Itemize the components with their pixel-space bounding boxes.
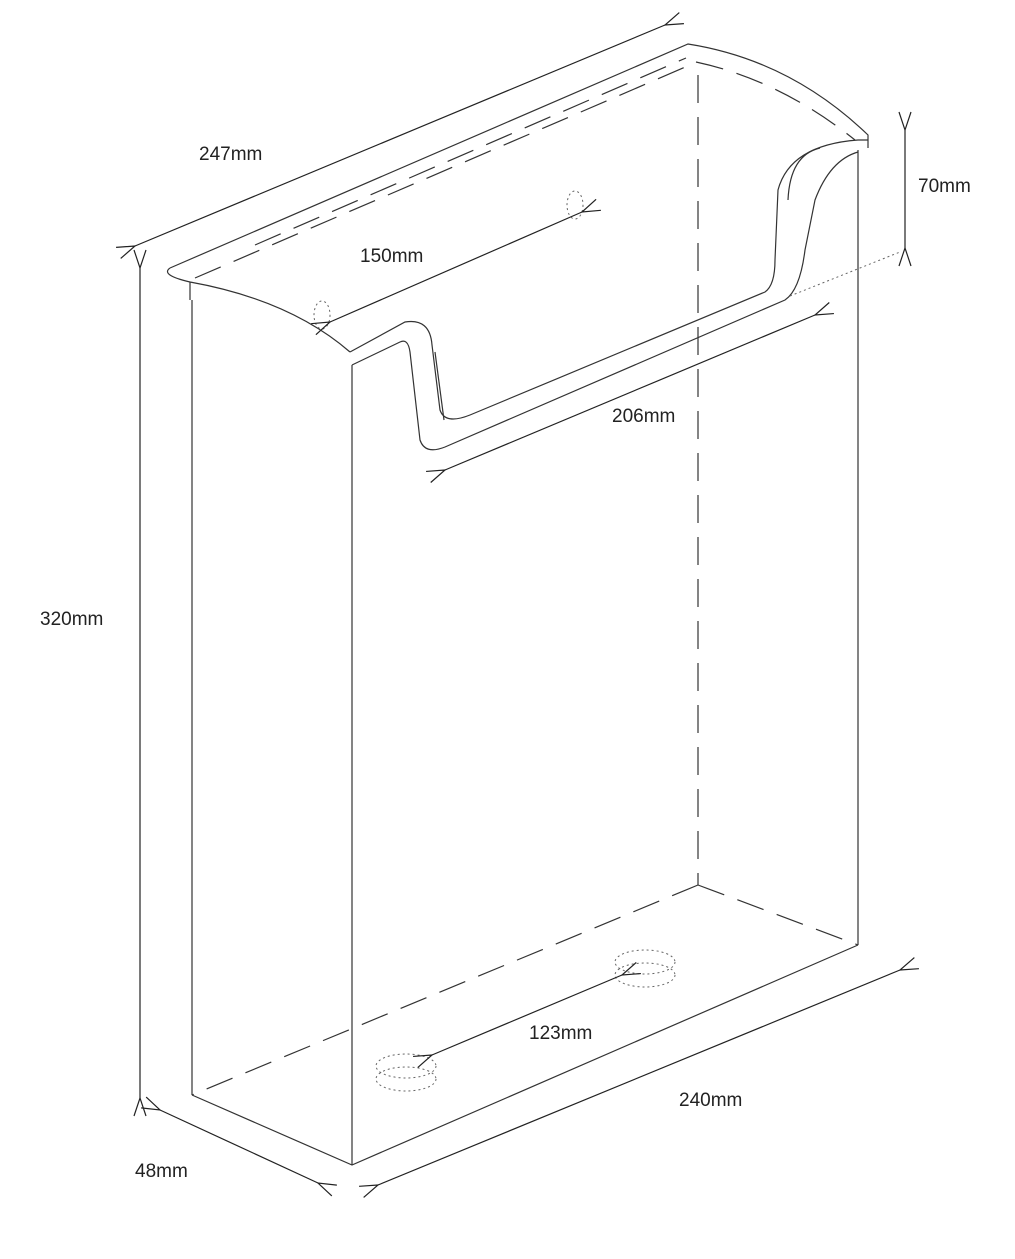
label-320: 320mm	[40, 609, 104, 630]
dimension-arrows	[135, 25, 905, 1185]
bottom-left-hole-icon	[375, 1053, 437, 1079]
label-123: 123mm	[529, 1023, 593, 1044]
arrow-123	[432, 975, 622, 1055]
mounting-holes	[313, 190, 676, 1092]
front-cutout	[349, 139, 901, 451]
arrow-206	[445, 315, 815, 470]
label-247: 247mm	[199, 144, 263, 165]
box-body	[191, 75, 859, 1166]
label-240: 240mm	[679, 1090, 743, 1111]
label-150: 150mm	[360, 246, 424, 267]
label-48: 48mm	[135, 1161, 188, 1182]
bottom-right-hole-icon	[614, 949, 676, 975]
arrow-48	[160, 1110, 318, 1183]
arrow-240	[378, 970, 900, 1185]
lid-outline	[166, 43, 869, 353]
arrow-150	[330, 212, 582, 322]
top-left-hole-icon	[313, 300, 331, 330]
arrow-247	[135, 25, 665, 246]
label-206: 206mm	[612, 406, 676, 427]
label-70: 70mm	[918, 176, 971, 197]
